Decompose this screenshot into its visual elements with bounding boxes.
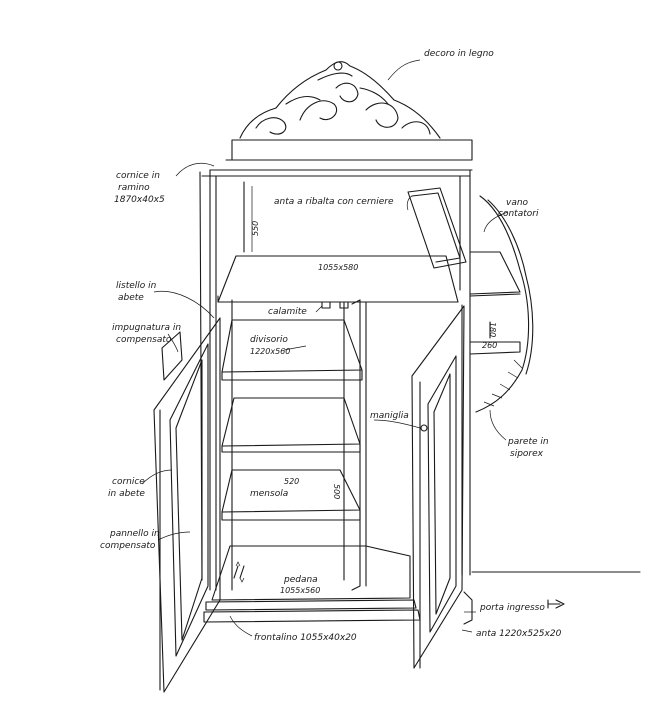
siporex-wall xyxy=(475,195,534,413)
label-cornice-abete-2: in abete xyxy=(108,489,145,499)
label-calamite: calamite xyxy=(268,307,307,317)
label-anta: anta 1220x525x20 xyxy=(476,629,562,639)
label-divisorio-2: 1220x560 xyxy=(250,347,290,356)
dimension-180: 180 xyxy=(488,322,497,337)
label-vano-contatori-2: contatori xyxy=(498,209,539,219)
label-impugnatura-2: compensato xyxy=(116,335,172,345)
magnets xyxy=(321,301,349,309)
dimension-260: 260 xyxy=(482,341,497,350)
cabinet-frame xyxy=(199,169,473,591)
label-listello-2: abete xyxy=(118,293,144,303)
leader-lines xyxy=(141,59,509,637)
label-cornice-ramino-1: cornice in xyxy=(116,171,160,181)
meter-compartment xyxy=(469,251,521,355)
label-pedana-2: 1055x560 xyxy=(280,586,320,595)
label-pedana-1: pedana xyxy=(283,575,318,585)
upper-shelf xyxy=(217,181,459,303)
label-vano-contatori-1: vano xyxy=(506,198,529,208)
label-cornice-ramino-2: ramino xyxy=(118,183,150,193)
interior-shelves xyxy=(221,299,367,591)
label-cornice-ramino-3: 1870x40x5 xyxy=(114,195,165,205)
label-pannello-1: pannello in xyxy=(109,529,160,539)
label-divisorio-1: divisorio xyxy=(250,335,288,345)
label-frontalino: frontalino 1055x40x20 xyxy=(254,633,357,643)
label-pannello-2: compensato xyxy=(100,541,156,551)
dimension-1055x580: 1055x580 xyxy=(318,263,358,272)
label-mensola: mensola xyxy=(250,489,288,499)
base-platform xyxy=(203,545,473,625)
dimension-500: 500 xyxy=(332,484,341,499)
label-decoro: decoro in legno xyxy=(424,49,494,59)
label-anta-ribalta: anta a ribalta con cerniere xyxy=(274,197,394,207)
dimension-520: 520 xyxy=(284,477,299,486)
tilt-door xyxy=(407,187,467,269)
carved-crest-ornament xyxy=(225,61,473,161)
label-listello-1: listello in xyxy=(116,281,157,291)
entrance-floor-line xyxy=(471,571,641,609)
label-porta-ingresso: porta ingresso xyxy=(479,603,545,613)
label-impugnatura-1: impugnatura in xyxy=(112,323,181,333)
right-door xyxy=(411,305,465,669)
label-parete-1: parete in xyxy=(507,437,549,447)
label-maniglia: maniglia xyxy=(370,411,409,421)
label-cornice-abete-1: cornice xyxy=(112,477,145,487)
label-parete-2: siporex xyxy=(510,449,544,459)
dimension-550: 550 xyxy=(251,221,260,236)
